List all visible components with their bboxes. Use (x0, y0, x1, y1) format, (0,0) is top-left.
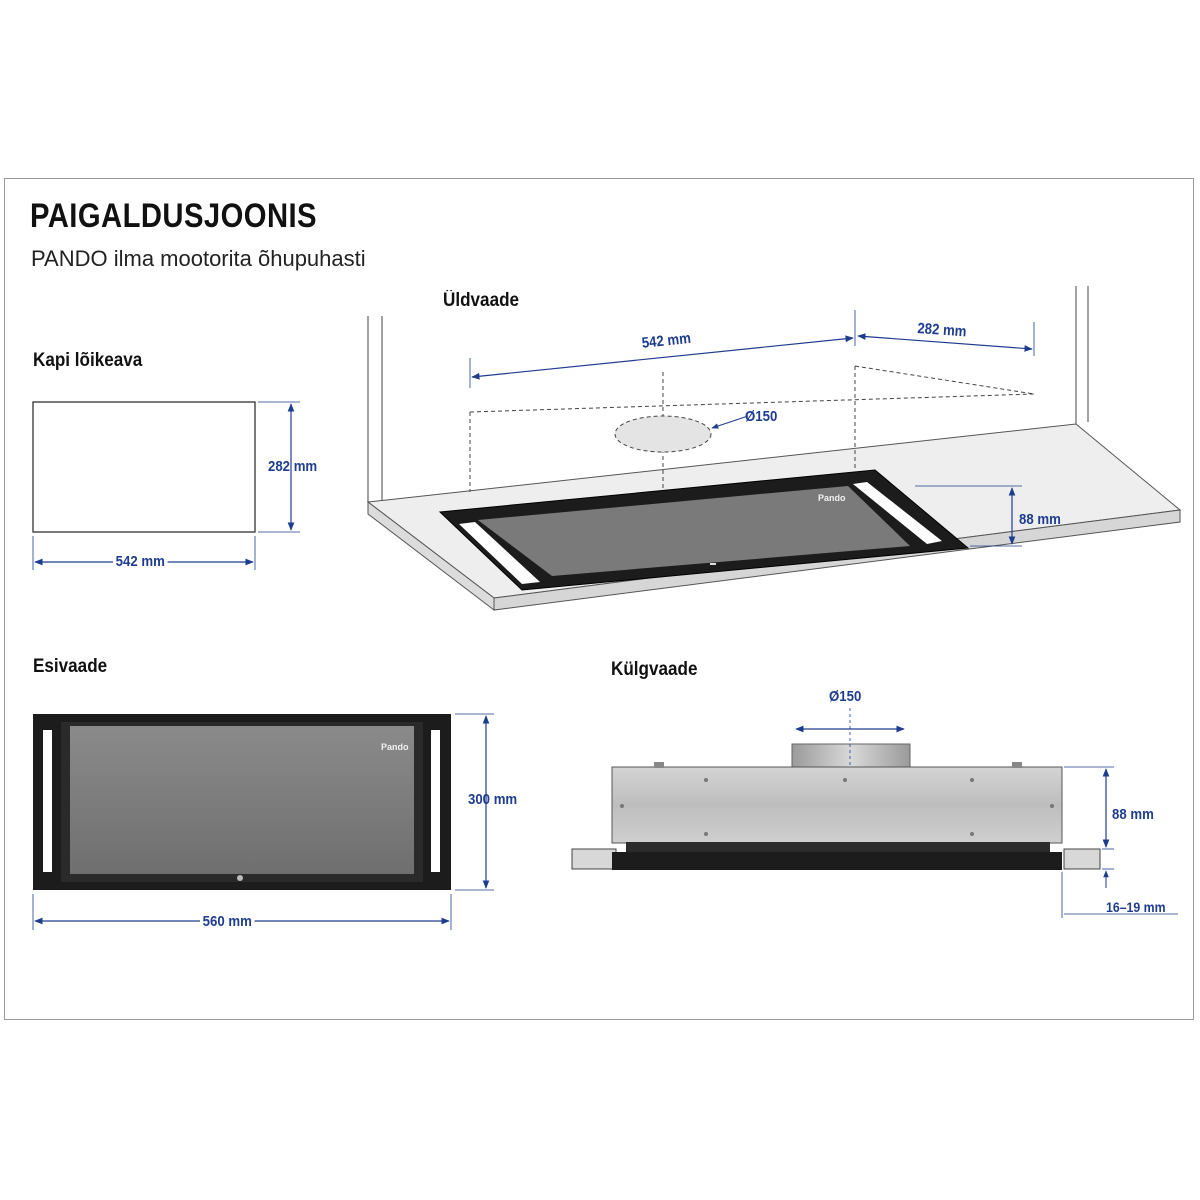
page-title: PAIGALDUSJOONIS (30, 197, 317, 235)
cutout-depth-label: 282 mm (268, 458, 318, 475)
overview-width-dimension-line (471, 335, 854, 380)
side-height-label: 88 mm (1112, 806, 1154, 823)
side-view-drawing (571, 708, 1178, 918)
overview-led-right (853, 482, 942, 544)
front-width-label: 560 mm (200, 913, 255, 930)
side-shelf-right (1063, 848, 1101, 870)
overview-hood-glass (478, 486, 910, 576)
front-brand-logo: Pando (381, 742, 409, 752)
front-led-left (43, 730, 52, 872)
overview-led-left (459, 522, 540, 584)
overview-drawing (366, 286, 1182, 612)
cutout-width-label: 542 mm (113, 553, 168, 570)
front-led-right (431, 730, 440, 872)
side-duct-collar (791, 743, 911, 769)
overview-duct-opening (614, 415, 712, 453)
side-hood-body (611, 766, 1063, 844)
side-panel-label: 16–19 mm (1106, 899, 1166, 915)
side-hood-bottom (612, 852, 1062, 870)
overview-depth-label: 282 mm (916, 320, 968, 341)
page-subtitle: PANDO ilma mootorita õhupuhasti (31, 246, 366, 271)
side-duct-label: Ø150 (829, 688, 862, 705)
side-shelf-left (571, 848, 617, 870)
front-hood-glass (70, 726, 414, 874)
section-title-overview: Üldvaade (443, 290, 520, 311)
drawing-frame (4, 178, 1194, 1020)
front-height-label: 300 mm (468, 791, 518, 808)
front-view-drawing (32, 713, 494, 930)
overview-duct-label: Ø150 (745, 408, 778, 425)
section-title-side: Külgvaade (611, 659, 698, 680)
cutout-rectangle (32, 401, 256, 533)
overview-height-label: 88 mm (1019, 511, 1061, 528)
overview-brand-logo: Pando (818, 493, 846, 503)
overview-depth-dimension-line (857, 333, 1033, 352)
section-title-cutout: Kapi lõikeava (33, 350, 143, 371)
cutout-drawing (32, 401, 300, 570)
section-title-front: Esivaade (33, 656, 108, 677)
